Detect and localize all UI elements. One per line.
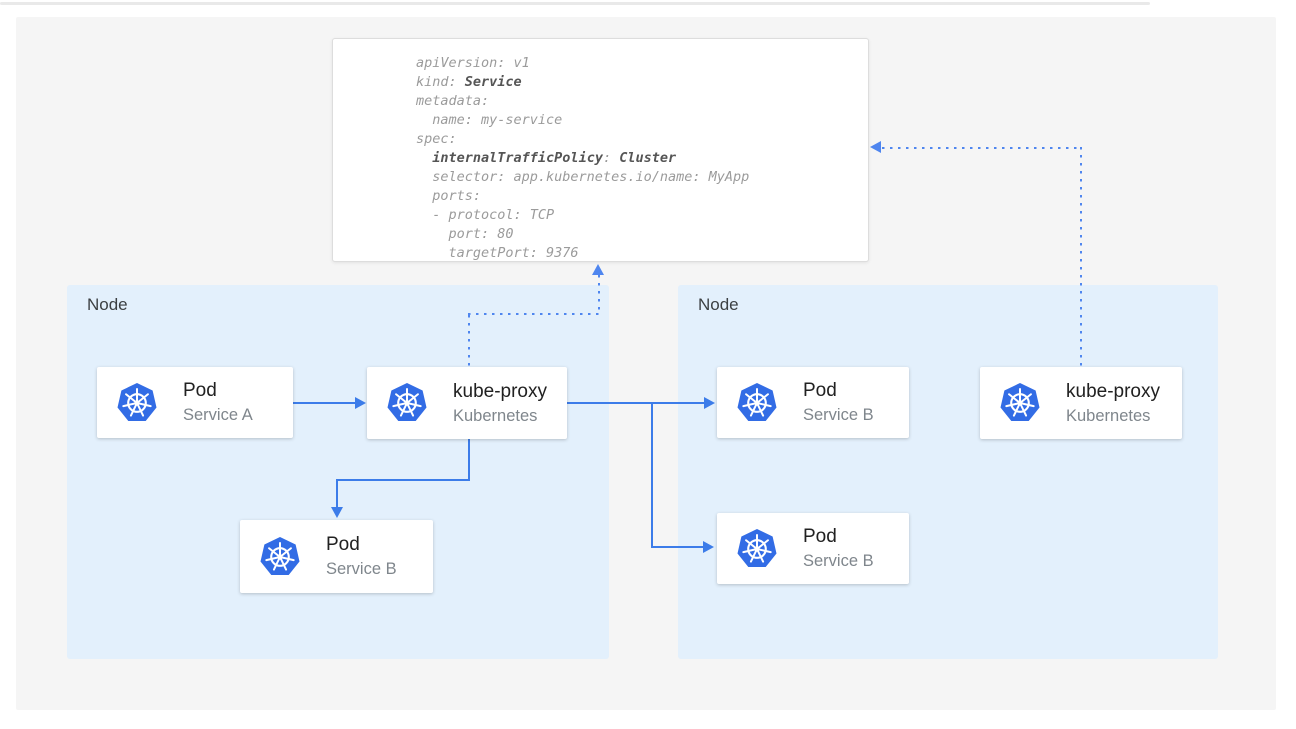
card-subtitle: Service B bbox=[326, 560, 397, 579]
card-subtitle: Service B bbox=[803, 552, 874, 571]
card-title: Pod bbox=[803, 526, 837, 548]
node-right-label: Node bbox=[698, 295, 739, 314]
arrow-to-podb-left bbox=[336, 479, 338, 509]
kubernetes-icon bbox=[736, 527, 778, 568]
arrow-kubeproxy-left bbox=[336, 479, 470, 481]
node-left: Node bbox=[67, 285, 609, 659]
node-left-label: Node bbox=[87, 295, 128, 314]
yaml-code-line: - protocol: TCP bbox=[416, 207, 555, 223]
pod-card-service-b-right-bottom: Pod Service B bbox=[717, 513, 909, 584]
pod-card-service-b-left: Pod Service B bbox=[240, 520, 433, 593]
yaml-code-line: spec: bbox=[416, 131, 457, 147]
arrowhead-podb-right-bottom bbox=[703, 541, 714, 553]
arrowhead-podb-right-top bbox=[704, 397, 715, 409]
kubernetes-icon bbox=[116, 381, 158, 422]
yaml-code-line: port: 80 bbox=[416, 226, 514, 242]
card-title: Pod bbox=[183, 380, 217, 402]
dotted-yaml-right-horizontal bbox=[882, 147, 1082, 149]
yaml-code-line: metadata: bbox=[416, 93, 490, 109]
kubernetes-icon bbox=[736, 381, 778, 422]
kube-proxy-card-right: kube-proxy Kubernetes bbox=[980, 367, 1182, 439]
arrow-kubeproxy-to-podb-right-top bbox=[567, 402, 705, 404]
kubernetes-icon bbox=[999, 381, 1041, 423]
card-title: kube-proxy bbox=[453, 380, 547, 402]
arrowhead-yaml-bottom bbox=[592, 264, 604, 275]
card-title: Pod bbox=[803, 380, 837, 402]
arrowhead-podb-left bbox=[331, 507, 343, 518]
card-title: Pod bbox=[326, 534, 360, 556]
yaml-code-line: apiVersion: v1 bbox=[416, 55, 530, 71]
arrow-branch-vertical bbox=[651, 402, 653, 548]
yaml-code-line: ports: bbox=[416, 188, 482, 204]
card-subtitle: Service A bbox=[183, 406, 253, 425]
yaml-code-line: kind: Service bbox=[416, 74, 522, 90]
yaml-code-line: name: my-service bbox=[416, 112, 563, 128]
arrow-poda-to-kubeproxy bbox=[293, 402, 356, 404]
arrow-to-podb-right-bottom bbox=[651, 546, 704, 548]
dotted-kubeproxy-right-up bbox=[1080, 147, 1082, 367]
card-title: kube-proxy bbox=[1066, 380, 1160, 402]
card-subtitle: Kubernetes bbox=[453, 406, 538, 425]
page-top-border bbox=[0, 2, 1150, 5]
card-subtitle: Service B bbox=[803, 406, 874, 425]
arrowhead-yaml-right bbox=[870, 141, 881, 153]
pod-card-service-b-right-top: Pod Service B bbox=[717, 367, 909, 438]
kubernetes-icon bbox=[386, 381, 428, 423]
yaml-code-line: selector: app.kubernetes.io/name: MyApp bbox=[416, 169, 750, 185]
yaml-code-line: targetPort: 9376 bbox=[416, 245, 579, 261]
yaml-code-line: internalTrafficPolicy: Cluster bbox=[432, 150, 677, 166]
arrowhead-poda-to-kubeproxy bbox=[355, 397, 366, 409]
kube-proxy-card-left: kube-proxy Kubernetes bbox=[367, 367, 567, 439]
dotted-to-yaml-bottom bbox=[598, 275, 600, 315]
dotted-kubeproxy-left-up bbox=[468, 315, 470, 367]
card-subtitle: Kubernetes bbox=[1066, 406, 1151, 425]
arrow-kubeproxy-down bbox=[468, 439, 470, 481]
dotted-kubeproxy-left-horizontal bbox=[468, 313, 600, 315]
yaml-code: apiVersion: v1 kind: Service metadata: nam… bbox=[416, 54, 749, 263]
pod-card-service-a: Pod Service A bbox=[97, 367, 293, 438]
service-yaml-card: apiVersion: v1 kind: Service metadata: nam… bbox=[332, 38, 869, 262]
kubernetes-icon bbox=[259, 535, 301, 576]
node-right: Node bbox=[678, 285, 1218, 659]
